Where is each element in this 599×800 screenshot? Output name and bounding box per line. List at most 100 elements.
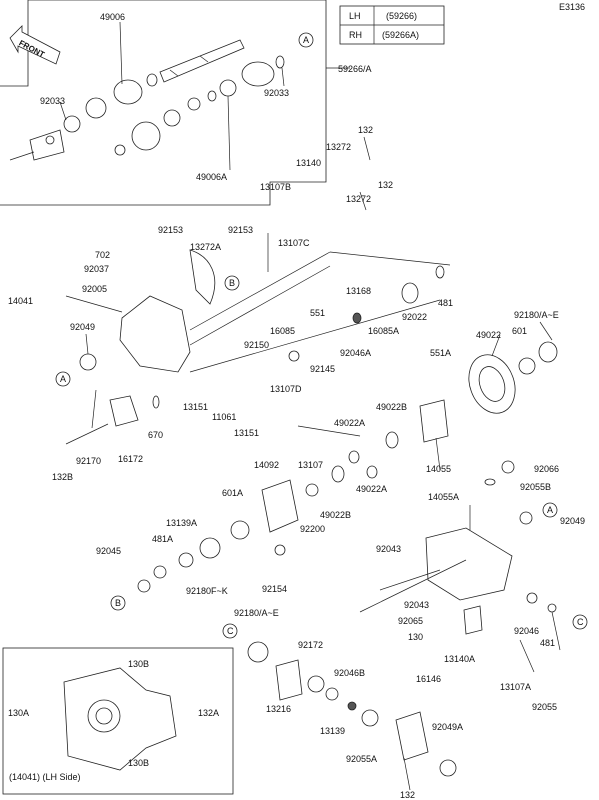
part-label: 92066 xyxy=(534,464,559,474)
part-label: 92145 xyxy=(310,364,335,374)
part-label: 16085 xyxy=(270,326,295,336)
inset-caption: (14041) (LH Side) xyxy=(9,772,81,782)
part-label: 13107 xyxy=(298,460,323,470)
part-label: 92200 xyxy=(300,524,325,534)
part-label: 92049 xyxy=(70,322,95,332)
part-label: 92043 xyxy=(404,600,429,610)
part-label: 92045 xyxy=(96,546,121,556)
part-label: 92180F~K xyxy=(186,586,228,596)
part-label: 132 xyxy=(378,180,393,190)
part-label: 92049A xyxy=(432,722,463,732)
legend-table xyxy=(339,5,445,45)
part-label: 670 xyxy=(148,430,163,440)
front-arrow-icon xyxy=(9,25,61,65)
rear-gear-case xyxy=(359,460,557,673)
part-label: 59266/A xyxy=(338,64,372,74)
part-label: 132 xyxy=(400,790,415,800)
legend-side-rh: RH xyxy=(349,30,362,40)
part-label: 130A xyxy=(8,708,29,718)
part-label: 16085A xyxy=(368,326,399,336)
output-flange-parts xyxy=(247,641,457,791)
part-label: 132A xyxy=(198,708,219,718)
part-label: 551A xyxy=(430,348,451,358)
part-label: 49022B xyxy=(320,510,351,520)
part-label: 49006A xyxy=(196,172,227,182)
part-label: 13107A xyxy=(500,682,531,692)
part-label: 92033 xyxy=(40,96,65,106)
part-label: 92005 xyxy=(82,284,107,294)
part-label: 92180/A~E xyxy=(234,608,279,618)
part-label: 14041 xyxy=(8,296,33,306)
part-label: 132B xyxy=(52,472,73,482)
ref-label: A xyxy=(60,374,66,384)
part-label: 92037 xyxy=(84,264,109,274)
legend-side-lh: LH xyxy=(349,11,361,21)
part-label: 16146 xyxy=(416,674,441,684)
ref-label: B xyxy=(115,598,121,608)
part-label: 92180/A~E xyxy=(514,310,559,320)
part-label: 92153 xyxy=(158,225,183,235)
part-label: 13107B xyxy=(260,182,291,192)
part-label: 92046A xyxy=(340,348,371,358)
part-label: 13272 xyxy=(326,142,351,152)
part-label: 14092 xyxy=(254,460,279,470)
circle-refs xyxy=(55,32,588,639)
part-label: 13107C xyxy=(278,238,310,248)
part-label: 130B xyxy=(128,659,149,669)
part-label: 481 xyxy=(540,638,555,648)
part-label: 92049 xyxy=(560,516,585,526)
part-label: 13139A xyxy=(166,518,197,528)
part-label: 13140A xyxy=(444,654,475,664)
part-label: 92055B xyxy=(520,482,551,492)
axle-shaft xyxy=(9,39,285,161)
part-label: 13168 xyxy=(346,286,371,296)
part-label: 92055 xyxy=(532,702,557,712)
part-label: 92065 xyxy=(398,616,423,626)
drive-pinion-parts xyxy=(137,479,319,593)
part-label: 14055 xyxy=(426,464,451,474)
part-label: 14055A xyxy=(428,492,459,502)
part-label: 13139 xyxy=(320,726,345,736)
ref-label: A xyxy=(303,35,309,45)
part-label: 132 xyxy=(358,125,373,135)
part-label: 92172 xyxy=(298,640,323,650)
part-label: 130 xyxy=(408,632,423,642)
part-label: 13272A xyxy=(190,242,221,252)
part-label: 601 xyxy=(512,326,527,336)
part-label: 92033 xyxy=(264,88,289,98)
part-label: 49022 xyxy=(476,330,501,340)
part-label: 13151 xyxy=(234,428,259,438)
part-label: 92043 xyxy=(376,544,401,554)
diagram-id: E3136 xyxy=(559,2,585,12)
part-label: 92055A xyxy=(346,754,377,764)
part-label: 92046 xyxy=(514,626,539,636)
part-label: 13151 xyxy=(183,402,208,412)
inset-box xyxy=(2,647,234,795)
leader-lines xyxy=(59,21,561,651)
part-label: 481 xyxy=(438,298,453,308)
axle-shaft-frame xyxy=(0,0,350,206)
part-label: 49022B xyxy=(376,402,407,412)
ref-label: C xyxy=(227,626,234,636)
part-label: 13107D xyxy=(270,384,302,394)
part-label: 92153 xyxy=(228,225,253,235)
part-label: 92022 xyxy=(402,312,427,322)
part-label: 13216 xyxy=(266,704,291,714)
part-label: 551 xyxy=(310,308,325,318)
ring-gear-assembly xyxy=(288,265,558,483)
ref-label: B xyxy=(229,278,235,288)
legend-code-lh: (59266) xyxy=(386,11,417,21)
part-label: 92150 xyxy=(244,340,269,350)
legend-code-rh: (59266A) xyxy=(382,30,419,40)
part-label: 49022A xyxy=(356,484,387,494)
differential-housing xyxy=(65,249,451,445)
part-label: 16172 xyxy=(118,454,143,464)
part-label: 130B xyxy=(128,758,149,768)
part-label: 601A xyxy=(222,488,243,498)
part-label: 13140 xyxy=(296,158,321,168)
ref-label: C xyxy=(577,617,584,627)
part-label: 481A xyxy=(152,534,173,544)
front-label: FRONT xyxy=(17,38,46,59)
